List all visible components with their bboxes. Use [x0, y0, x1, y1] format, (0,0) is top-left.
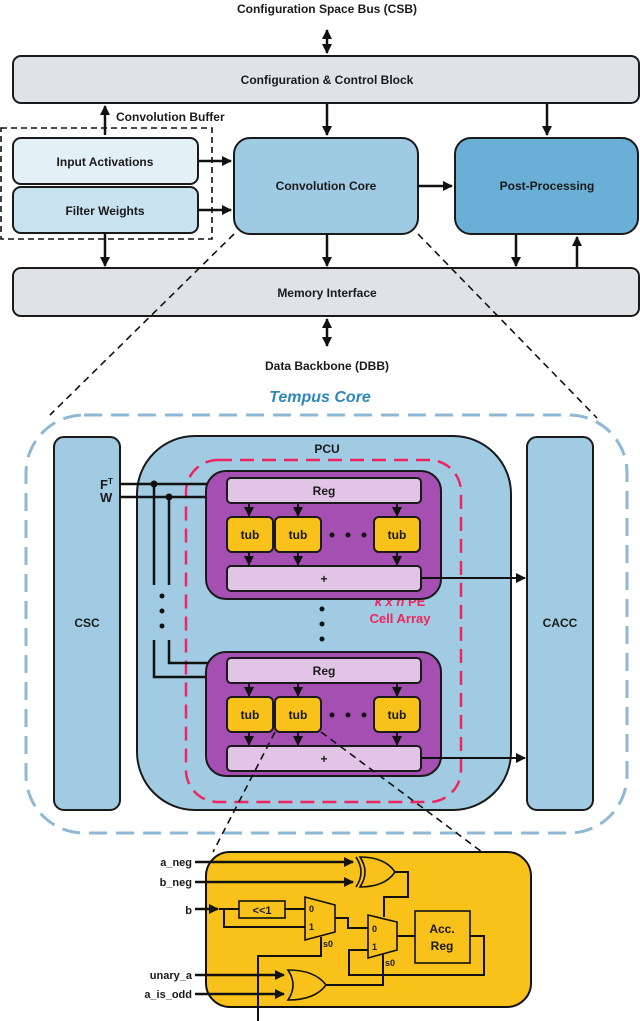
input-activations-label: Input Activations	[57, 155, 154, 169]
tub-label: tub	[388, 708, 407, 722]
b-to-mux1-wire	[223, 909, 305, 928]
control-block[interactable]: Configuration & Control Block	[12, 55, 640, 104]
reg-block	[226, 657, 422, 684]
tub-unit[interactable]: tub	[373, 696, 421, 733]
shift-left-block: <<1	[238, 900, 286, 919]
ellipsis-dot	[361, 712, 367, 718]
conv-buffer-label: Convolution Buffer	[116, 110, 225, 124]
cacc-block[interactable]: CACC	[526, 436, 594, 811]
mux-1: 0 1 s0	[304, 895, 336, 949]
post-processing-label: Post-Processing	[500, 179, 595, 193]
input-activations-block[interactable]: Input Activations	[12, 137, 199, 185]
post-processing-block[interactable]: Post-Processing	[454, 137, 639, 235]
tub-unit[interactable]: tub	[274, 516, 322, 553]
tub-callout-right	[320, 731, 483, 853]
conv-buffer-group	[0, 127, 213, 240]
memory-interface-label: Memory Interface	[277, 286, 377, 300]
convolution-core-block[interactable]: Convolution Core	[233, 137, 419, 235]
mux-in1-label: 1	[372, 942, 377, 952]
reg-label: Reg	[313, 664, 336, 678]
mux-2: 0 1 s0	[367, 913, 398, 968]
tub-label: tub	[289, 708, 308, 722]
filter-weights-block[interactable]: Filter Weights	[12, 186, 199, 234]
acc-reg-line2: Reg	[431, 939, 454, 953]
ellipsis-dot	[319, 621, 325, 627]
shift-label: <<1	[253, 905, 272, 917]
input-ft-label: FT	[100, 477, 113, 492]
tub-label: tub	[241, 708, 260, 722]
zoom-callout-left	[49, 233, 235, 416]
ellipsis-dot	[329, 712, 335, 718]
input-b: b	[185, 905, 192, 917]
filter-weights-label: Filter Weights	[65, 204, 144, 218]
pcu-label: PCU	[314, 442, 339, 456]
input-a-neg: a_neg	[160, 857, 192, 869]
or-out-wire	[326, 954, 384, 986]
dbb-label: Data Backbone (DBB)	[265, 359, 389, 373]
ellipsis-dot	[329, 532, 335, 538]
adder-label: +	[320, 572, 327, 586]
tub-unit-detailed[interactable]: tub	[274, 696, 322, 733]
acc-reg-line1: Acc.	[429, 922, 454, 936]
convolution-core-label: Convolution Core	[276, 179, 377, 193]
ellipsis-dot	[159, 593, 165, 599]
pe-cell-bottom[interactable]: Reg tub tub tub +	[205, 651, 442, 777]
xor-gate	[355, 856, 396, 888]
mux-sel-label: s0	[323, 939, 333, 949]
ellipsis-dot	[319, 606, 325, 612]
tub-callout-left	[212, 731, 276, 853]
input-w-label: W	[100, 490, 113, 505]
tub-label: tub	[289, 528, 308, 542]
tub-label: tub	[388, 528, 407, 542]
mux-sel-label: s0	[385, 958, 395, 968]
ellipsis-dot	[345, 712, 351, 718]
zoom-callout-right	[417, 233, 598, 419]
ellipsis-dot	[159, 623, 165, 629]
tempus-core-title: Tempus Core	[269, 389, 371, 406]
mux1-to-mux2-wire	[335, 917, 368, 929]
reg-block	[226, 477, 422, 504]
reg-label: Reg	[313, 484, 336, 498]
ellipsis-dot	[319, 636, 325, 642]
mux-in0-label: 0	[372, 924, 377, 934]
csb-label: Configuration Space Bus (CSB)	[237, 2, 417, 16]
mux-in1-label: 1	[309, 922, 314, 932]
xor-out-wire	[383, 871, 409, 917]
tub-unit[interactable]: tub	[226, 696, 274, 733]
w-line-bottom	[167, 640, 225, 668]
or-gate	[286, 969, 327, 1001]
tub-label: tub	[241, 528, 260, 542]
ellipsis-dot	[361, 532, 367, 538]
control-block-label: Configuration & Control Block	[241, 73, 414, 87]
input-b-neg: b_neg	[160, 877, 192, 889]
ellipsis-dot	[345, 532, 351, 538]
acc-reg-block: Acc. Reg	[414, 910, 471, 964]
mux-in0-label: 0	[309, 904, 314, 914]
adder-label: +	[320, 752, 327, 766]
input-unary-a: unary_a	[150, 970, 193, 982]
tub-unit[interactable]: tub	[226, 516, 274, 553]
cacc-label: CACC	[543, 616, 578, 630]
pe-array-boundary	[184, 458, 463, 804]
input-a-is-odd: a_is_odd	[144, 989, 192, 1001]
memory-interface-block[interactable]: Memory Interface	[12, 267, 640, 317]
acc-feedback-wire	[348, 935, 485, 976]
pe-array-cell-array: Cell Array	[370, 611, 432, 626]
ellipsis-dot	[159, 608, 165, 614]
pe-cell-top[interactable]: Reg tub tub tub +	[205, 470, 442, 600]
s0-select-wire	[257, 937, 322, 1021]
tub-unit[interactable]: tub	[373, 516, 421, 553]
csc-label: CSC	[74, 616, 100, 630]
csc-block[interactable]: CSC	[53, 436, 121, 811]
ft-line-bottom	[152, 640, 225, 682]
